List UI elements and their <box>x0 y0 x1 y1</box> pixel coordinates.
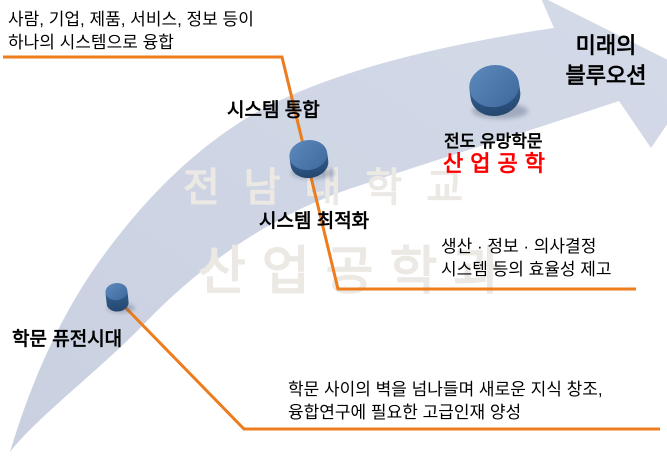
fusion-description-line1: 학문 사이의 벽을 넘나들며 새로운 지식 창조, <box>288 380 603 399</box>
goal-label: 미래의 블루오션 <box>548 31 664 91</box>
milestone-puck-promising-major <box>469 64 521 116</box>
goal-line1: 미래의 <box>575 33 637 58</box>
callout-line-fusion-era <box>121 303 660 431</box>
milestone-puck-optimization <box>289 139 329 179</box>
optimization-description: 생산 · 정보 · 의사결정 시스템 등의 효율성 제고 <box>441 235 612 281</box>
milestone-puck-fusion-era <box>105 282 129 312</box>
fusion-description-line2: 융합연구에 필요한 고급인재 양성 <box>288 403 522 422</box>
integration-description-line1: 사람, 기업, 제품, 서비스, 정보 등이 <box>8 10 254 29</box>
goal-line2: 블루오션 <box>565 63 647 88</box>
promising-field-label: 전도 유망학문 <box>444 132 543 151</box>
industrial-engineering-label: 산업공학 <box>443 151 552 176</box>
integration-description-line2: 하나의 시스템으로 융합 <box>8 33 174 52</box>
optimization-description-line1: 생산 · 정보 · 의사결정 <box>441 237 597 256</box>
integration-description: 사람, 기업, 제품, 서비스, 정보 등이 하나의 시스템으로 융합 <box>8 8 254 54</box>
milestone-label-fusion-era: 학문 퓨전시대 <box>12 329 123 350</box>
optimization-description-line2: 시스템 등의 효율성 제고 <box>441 260 612 279</box>
fusion-description: 학문 사이의 벽을 넘나들며 새로운 지식 창조, 융합연구에 필요한 고급인재… <box>288 378 603 424</box>
milestone-label-integration: 시스템 통합 <box>227 100 320 121</box>
milestone-label-optimization: 시스템 최적화 <box>259 211 370 232</box>
